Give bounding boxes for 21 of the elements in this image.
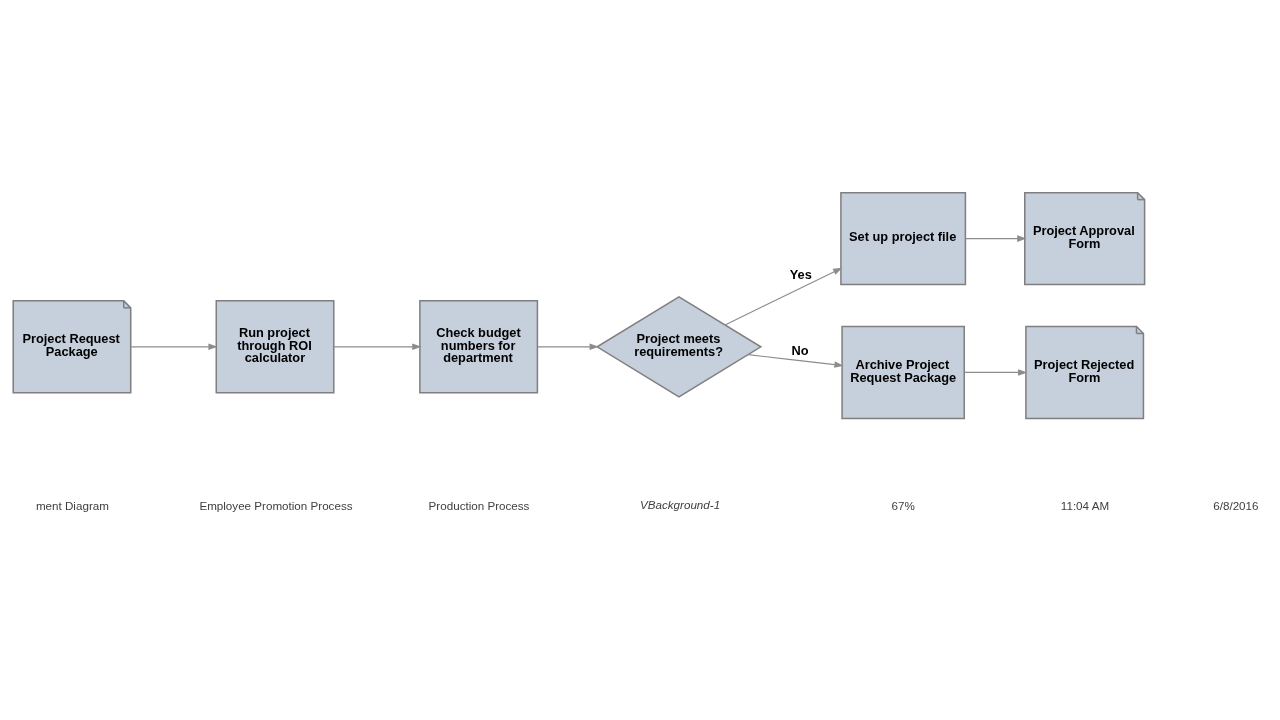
label: ment Diagram — [35, 498, 109, 512]
arrow — [747, 353, 844, 368]
label: 11:04 AM — [1060, 498, 1110, 512]
arrow — [537, 343, 599, 350]
label: 6/8/2016 — [1213, 498, 1259, 512]
arrow — [724, 267, 843, 325]
arrow — [963, 368, 1028, 376]
arrow — [130, 343, 218, 350]
label: VBackground-1 — [640, 497, 721, 511]
node-box: Run project through ROI calculator — [215, 299, 335, 394]
label: Employee Promotion Process — [199, 498, 353, 512]
node-diamond: Project meets requirements? — [595, 295, 763, 398]
edge-label: No — [791, 342, 809, 358]
node-box: Check budget numbers for department — [419, 299, 539, 394]
node-box: Archive Project Request Package — [841, 325, 965, 419]
label: Production Process — [428, 498, 530, 512]
label: 67% — [891, 498, 915, 512]
node-box: Set up project file — [840, 191, 967, 285]
edge-label: Yes — [789, 266, 812, 282]
arrow — [333, 343, 422, 350]
arrow — [964, 234, 1027, 242]
